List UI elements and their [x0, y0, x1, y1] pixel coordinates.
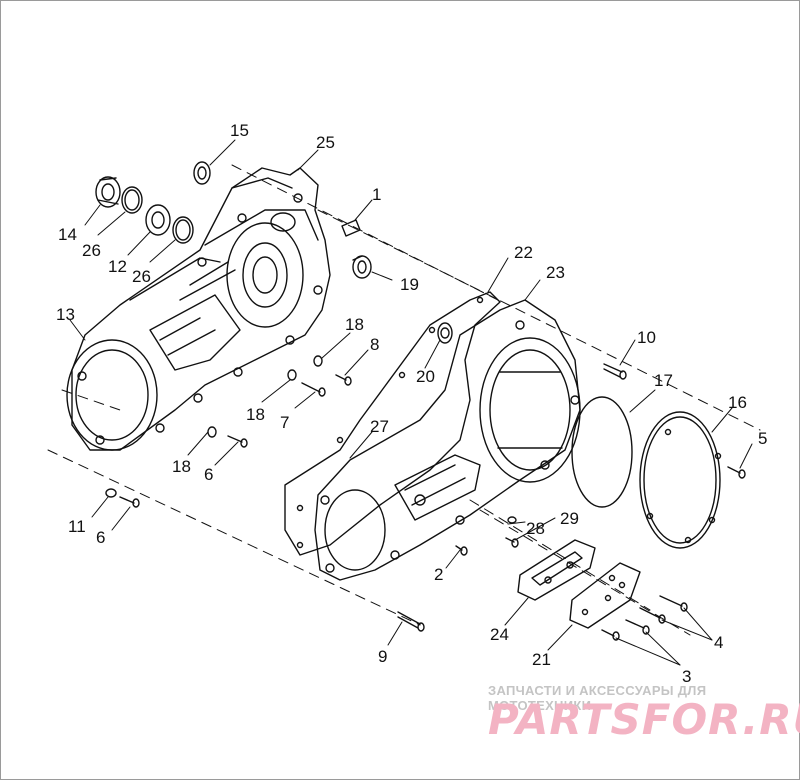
callout-28: 28 [526, 519, 545, 538]
derby-cover [639, 411, 722, 549]
callout-5: 5 [758, 429, 767, 448]
bearing-stack [95, 161, 211, 244]
callout-23: 23 [546, 263, 565, 282]
callout-19: 19 [400, 275, 419, 294]
callout-26: 26 [82, 241, 101, 260]
derby-cover-gasket [571, 396, 633, 508]
callout-18: 18 [246, 405, 265, 424]
inner-primary-housing [66, 167, 331, 451]
callout-7: 7 [280, 413, 289, 432]
dowel-and-bushing [341, 219, 372, 279]
callout-labels: 1234566789101112131415161718181819202122… [56, 121, 767, 686]
watermark-brand-logo: PARTSFOR.RU [488, 695, 800, 744]
callout-18: 18 [345, 315, 364, 334]
watermark-tagline: ЗАПЧАСТИ И АКСЕССУАРЫ ДЛЯ МОТОТЕХНИКИ [488, 683, 707, 713]
fasteners [105, 327, 746, 641]
callout-8: 8 [370, 335, 379, 354]
leader-lines [69, 139, 753, 666]
callout-17: 17 [654, 371, 673, 390]
callout-26: 26 [132, 267, 151, 286]
callout-13: 13 [56, 305, 75, 324]
callout-9: 9 [378, 647, 387, 666]
callout-2: 2 [434, 565, 443, 584]
callout-15: 15 [230, 121, 249, 140]
inspection-cover [569, 562, 641, 629]
callout-1: 1 [372, 185, 381, 204]
callout-22: 22 [514, 243, 533, 262]
callout-4: 4 [714, 633, 723, 652]
callout-6: 6 [204, 465, 213, 484]
callout-14: 14 [58, 225, 77, 244]
callout-25: 25 [316, 133, 335, 152]
callout-24: 24 [490, 625, 509, 644]
callout-18: 18 [172, 457, 191, 476]
primary-gasket [284, 291, 501, 556]
callout-10: 10 [637, 328, 656, 347]
outer-primary-cover [314, 299, 581, 581]
inspection-gasket [517, 539, 596, 601]
callout-20: 20 [416, 367, 435, 386]
callout-16: 16 [728, 393, 747, 412]
callout-3: 3 [682, 667, 691, 686]
callout-21: 21 [532, 650, 551, 669]
callout-29: 29 [560, 509, 579, 528]
callout-27: 27 [370, 417, 389, 436]
assembly-centerlines [47, 164, 761, 636]
callout-12: 12 [108, 257, 127, 276]
callout-11: 11 [68, 517, 86, 536]
callout-6: 6 [96, 528, 105, 547]
